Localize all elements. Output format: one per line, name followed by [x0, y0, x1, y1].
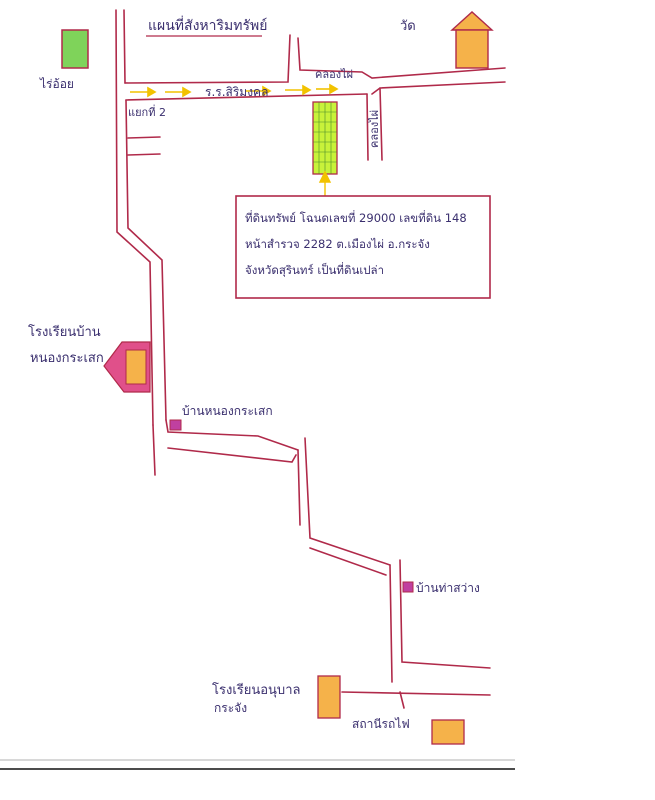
village-1-marker: [169, 419, 182, 431]
temple-icon: [450, 11, 494, 69]
railway-station-building: [431, 719, 465, 745]
parcel-note-box: [235, 195, 491, 299]
direction-arrows: [130, 83, 339, 98]
map-title: แผนที่สังหาริมทรัพย์: [148, 16, 267, 34]
note-line-1: ที่ดินทรัพย์ โฉนดเลขที่ 29000 เลขที่ดิน …: [245, 210, 467, 225]
note-line-2: หน้าสำรวจ 2282 ต.เมืองไผ่ อ.กระจัง: [245, 237, 430, 251]
temple-label: วัด: [400, 19, 416, 34]
intersection-label: แยกที่ 2: [128, 104, 166, 119]
sugarcane-label: ไร่อ้อย: [39, 77, 74, 91]
road-label: ร.ร.สิริมงคล: [205, 85, 268, 99]
village-2-marker: [402, 581, 414, 593]
canal-side-label: คลองไผ่: [368, 110, 381, 148]
land-parcel: [312, 101, 338, 175]
school-1-line-1: โรงเรียนบ้าน: [28, 324, 101, 340]
village-2-label: บ้านท่าสว่าง: [416, 581, 480, 595]
sugarcane-field: [61, 29, 89, 69]
note-line-3: จังหวัดสุรินทร์ เป็นที่ดินเปล่า: [245, 262, 384, 277]
school-1-line-2: หนองกระเสก: [30, 351, 104, 366]
school-nong-kraserk-icon: [103, 341, 151, 393]
village-1-label: บ้านหนองกระเสก: [182, 404, 273, 418]
kindergarten-building: [317, 675, 341, 719]
canal-top-label: คลองไผ่: [315, 68, 353, 81]
roads: [115, 9, 506, 709]
station-label: สถานีรถไฟ: [352, 717, 410, 731]
kindergarten-line-2: กระจัง: [214, 701, 247, 715]
kindergarten-line-1: โรงเรียนอนุบาล: [212, 682, 300, 698]
